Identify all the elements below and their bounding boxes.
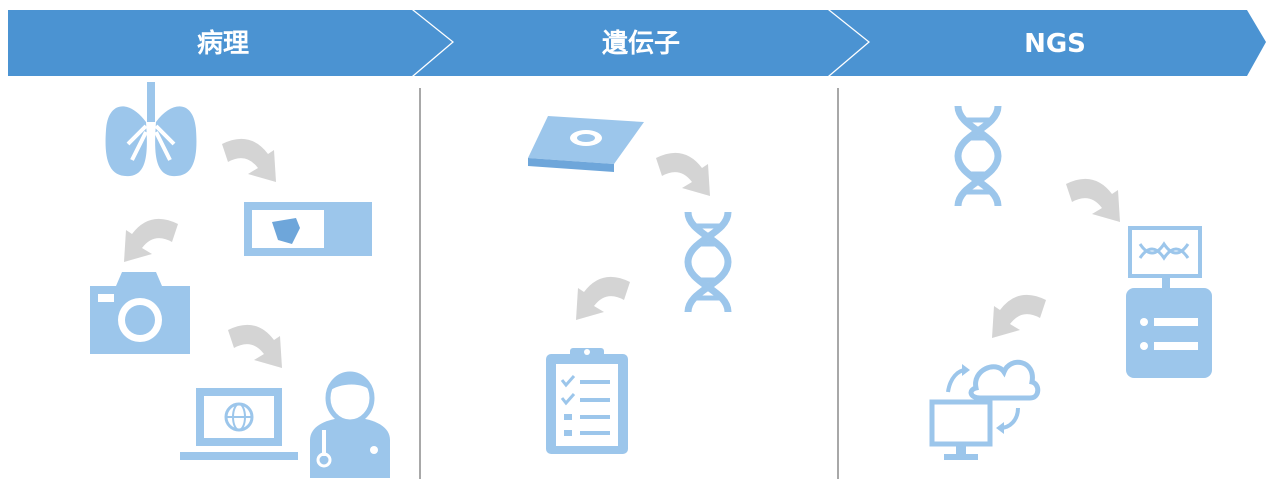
flow-arrow (992, 294, 1046, 338)
step-label-ngs: NGS (1024, 29, 1086, 59)
flow-arrow (1066, 178, 1120, 222)
tissue-slide-icon (528, 116, 644, 172)
chevron-step-1 (8, 10, 452, 76)
step-label-pathology: 病理 (196, 29, 249, 59)
flow-arrow (656, 152, 710, 196)
flow-arrow (576, 276, 630, 320)
laptop-icon (180, 388, 298, 460)
flow-arrow (228, 324, 282, 368)
chevron-step-3 (830, 10, 1266, 76)
sequencer-icon (1126, 226, 1212, 378)
chevron-step-2 (414, 10, 868, 76)
dna-icon (958, 106, 998, 206)
flow-arrow (222, 138, 276, 182)
camera-icon (90, 272, 190, 354)
clipboard-icon (546, 348, 628, 454)
dna-icon (688, 212, 728, 312)
slide-icon (244, 202, 372, 256)
cloud-sync-icon (929, 359, 1041, 460)
lungs-icon (105, 82, 197, 177)
step-label-gene: 遺伝子 (601, 29, 680, 59)
doctor-icon (310, 371, 390, 478)
flow-arrow (124, 218, 178, 262)
